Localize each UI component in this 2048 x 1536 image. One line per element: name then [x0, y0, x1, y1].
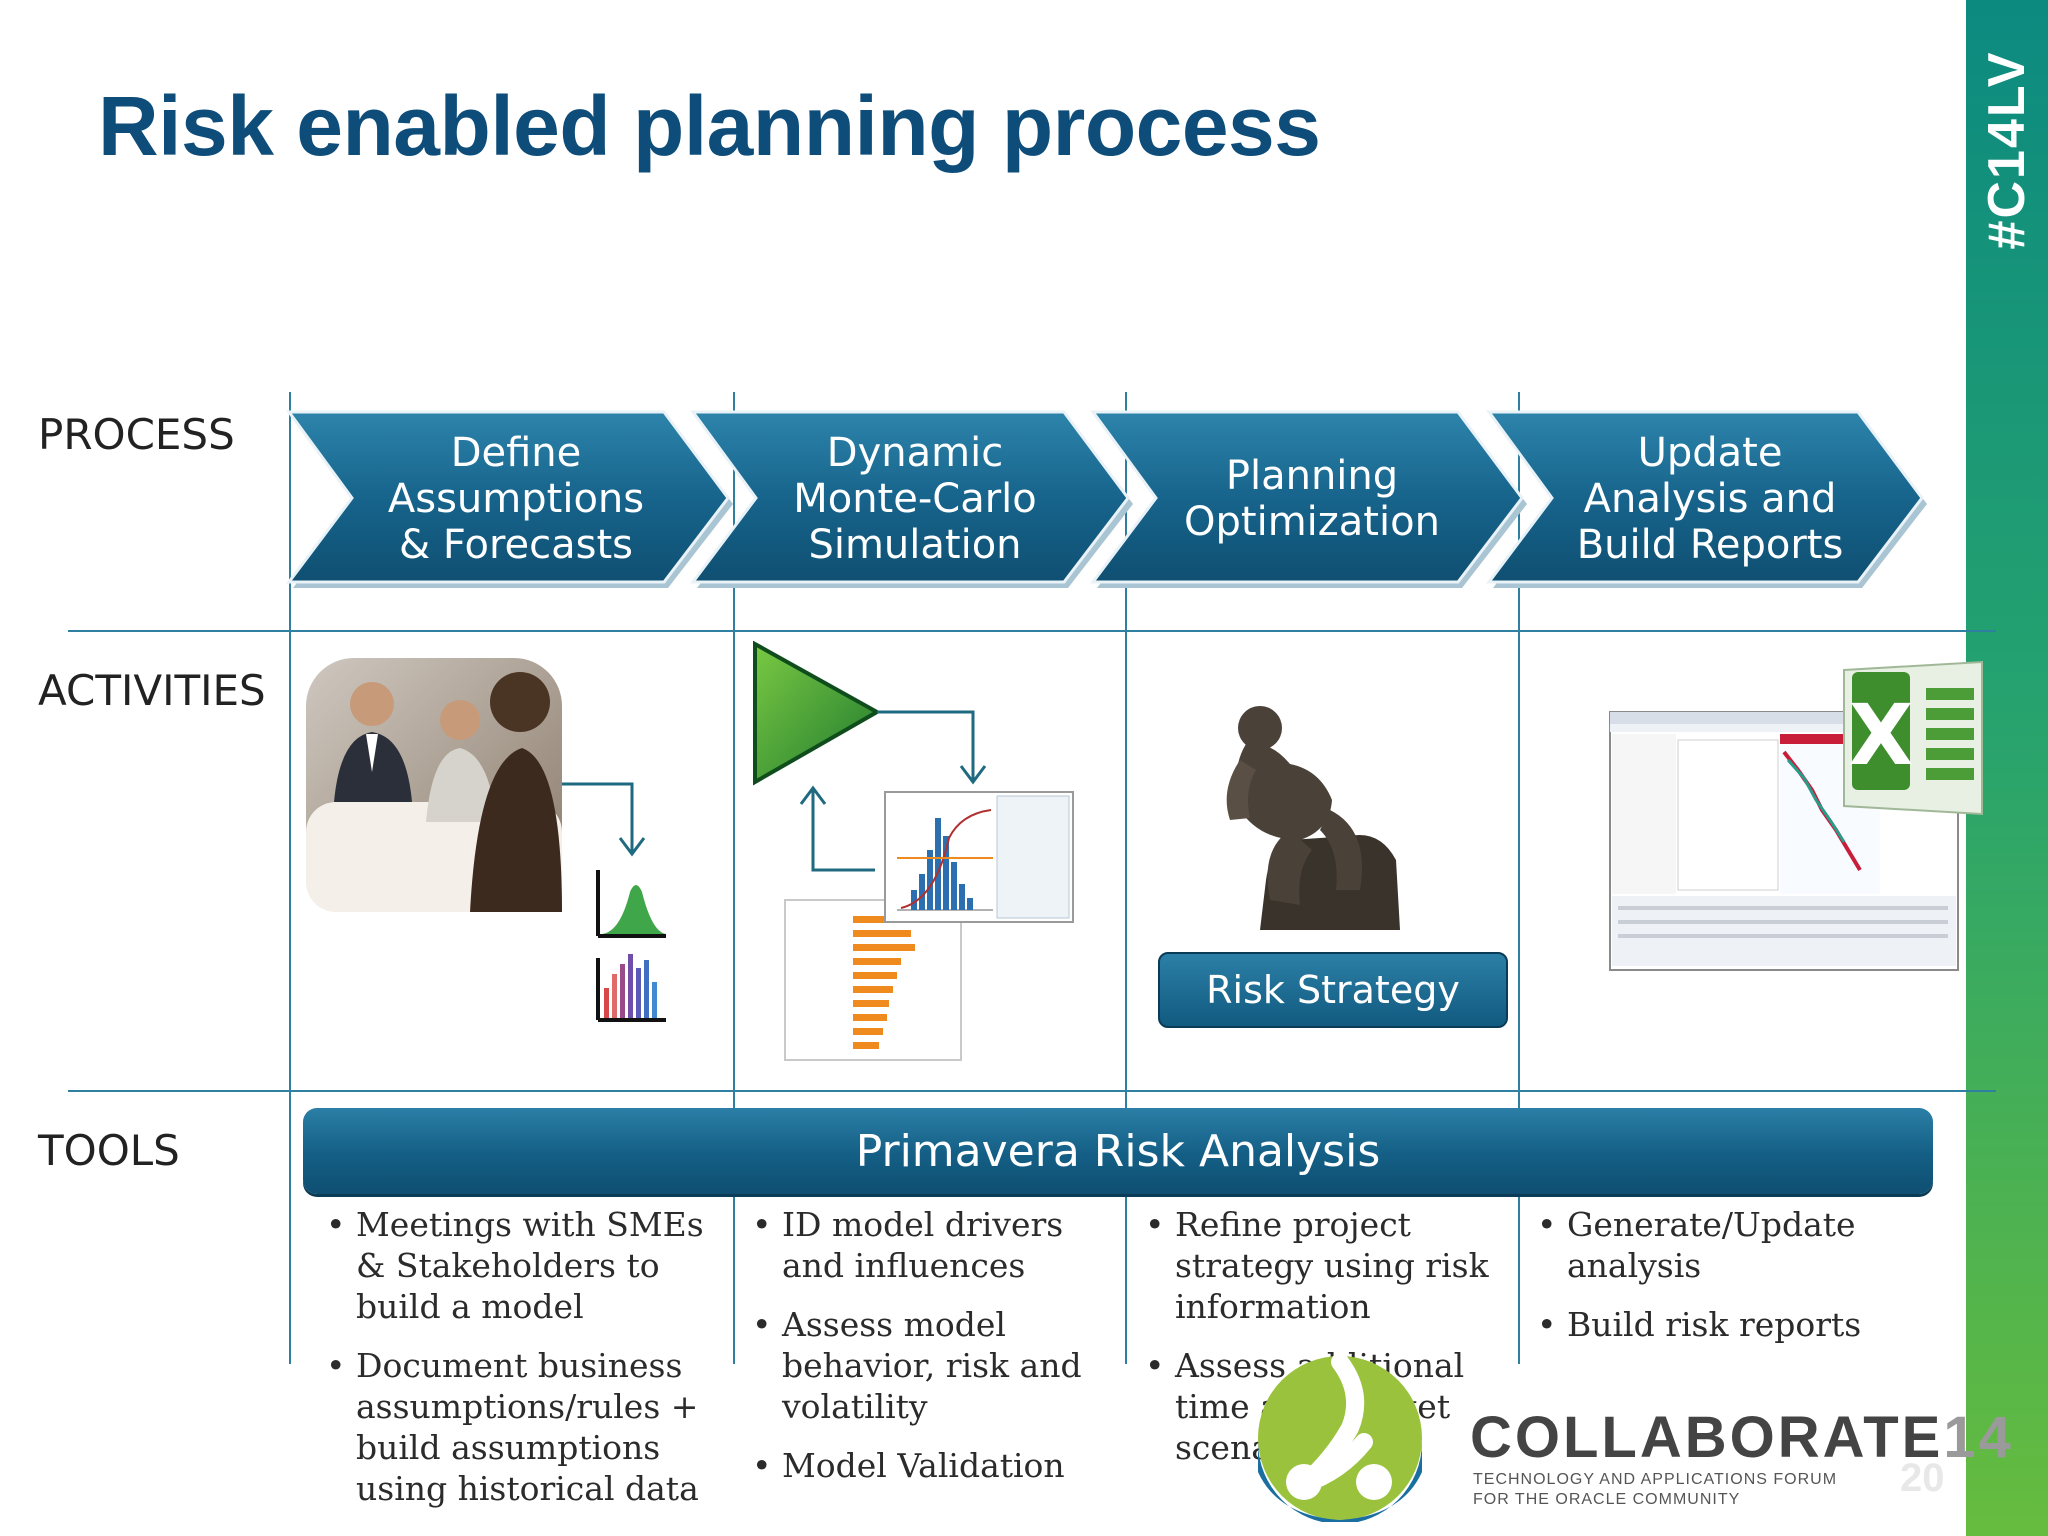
meeting-photo — [306, 658, 562, 912]
schedule-and-excel-graphics: X — [1609, 660, 1983, 971]
chevron-step-2 — [690, 410, 1133, 588]
collaborate-wordmark: COLLABORATE14 — [1470, 1405, 2014, 1470]
grid-divider-1 — [68, 630, 1996, 632]
excel-icon: X — [1843, 660, 1983, 816]
tools-column-2: ID model drivers and influences Assess m… — [752, 1204, 1128, 1504]
bullet-item: Refine project strategy using risk infor… — [1145, 1204, 1521, 1327]
arrow-head-3 — [799, 785, 827, 805]
page-number: 20 — [1900, 1456, 1945, 1500]
arrow-connector-1 — [562, 782, 634, 852]
process-step-2-label: Dynamic Monte-Carlo Simulation — [793, 430, 1037, 568]
tools-column-1: Meetings with SMEs & Stakeholders to bui… — [326, 1204, 726, 1527]
tools-bar: Primavera Risk Analysis — [303, 1108, 1933, 1194]
bar-chart-icon — [596, 954, 666, 1022]
collaborate-logo-icon — [1258, 1353, 1422, 1522]
row-label-tools: TOOLS — [38, 1126, 180, 1175]
grid-divider-2 — [68, 1090, 1996, 1092]
row-label-activities: ACTIVITIES — [38, 666, 266, 715]
bullet-item: Assess model behavior, risk and volatili… — [752, 1304, 1128, 1427]
grid-column-line-2 — [733, 392, 735, 1364]
tornado-chart-thumbnail — [784, 899, 962, 1061]
chevron-step-4 — [1486, 410, 1927, 588]
bullet-item: Document business assumptions/rules + bu… — [326, 1345, 726, 1509]
bullet-item: ID model drivers and influences — [752, 1204, 1128, 1286]
risk-strategy-label: Risk Strategy — [1158, 952, 1508, 1028]
distribution-curve-icon — [596, 870, 666, 938]
bullet-item: Model Validation — [752, 1445, 1128, 1486]
process-step-1-label: Define Assumptions & Forecasts — [387, 430, 645, 568]
simulation-graphics — [753, 640, 1074, 1061]
grid-column-line-1 — [289, 392, 291, 1364]
grid-column-line-3 — [1125, 392, 1127, 1364]
process-step-3-label: Planning Optimization — [1184, 453, 1440, 545]
thinker-statue-image — [1226, 706, 1400, 930]
play-icon — [753, 640, 882, 786]
arrow-head-1 — [618, 837, 646, 857]
arrow-connector-2 — [877, 710, 975, 780]
process-step-4-label: Update Analysis and Build Reports — [1576, 430, 1844, 568]
meeting-photo-and-charts — [306, 658, 666, 1022]
collaborate-tagline: TECHNOLOGY AND APPLICATIONS FORUM FOR TH… — [1473, 1471, 1838, 1508]
chevron-step-1 — [286, 410, 733, 588]
arrow-connector-3 — [811, 788, 875, 872]
svg-text:X: X — [1849, 686, 1914, 784]
bullet-item: Build risk reports — [1537, 1304, 1917, 1345]
bullet-item: Meetings with SMEs & Stakeholders to bui… — [326, 1204, 726, 1327]
arrow-head-2 — [959, 765, 987, 785]
slide-title: Risk enabled planning process — [98, 79, 1321, 173]
chevron-step-3 — [1090, 410, 1527, 588]
row-label-process: PROCESS — [38, 410, 235, 459]
tools-column-4: Generate/Update analysis Build risk repo… — [1537, 1204, 1917, 1363]
bullet-item: Generate/Update analysis — [1537, 1204, 1917, 1286]
grid-column-line-4 — [1518, 392, 1520, 1364]
histogram-thumbnail — [884, 791, 1074, 923]
